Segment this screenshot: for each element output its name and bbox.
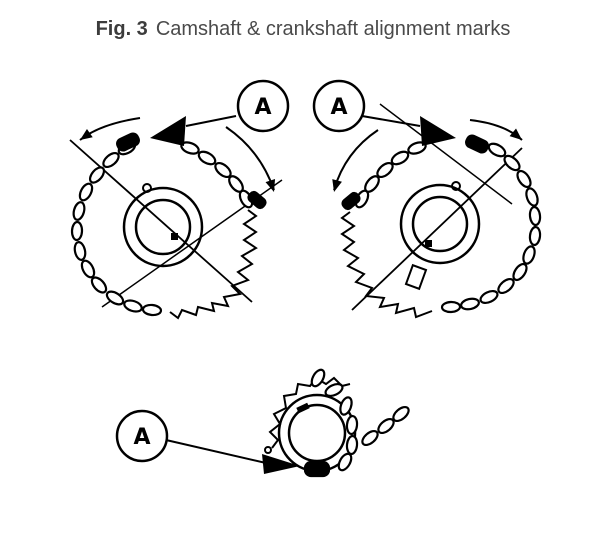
- right-leader-line: [361, 115, 421, 127]
- crank-sprocket-inner: [287, 403, 347, 463]
- crank-marked-link: [303, 460, 331, 478]
- left-sprocket-teeth: [169, 209, 258, 320]
- left-arrowhead-2: [265, 179, 279, 194]
- crank-timing-chain: [303, 368, 410, 478]
- crank-callout-a: A: [115, 409, 169, 463]
- right-arrowhead-2: [329, 179, 342, 194]
- right-arrowhead-1: [509, 128, 526, 144]
- right-sprocket-teeth: [340, 211, 433, 319]
- right-hub-mark: [425, 240, 432, 247]
- crank-callout-label: A: [133, 425, 150, 450]
- left-marked-link: [116, 132, 140, 152]
- right-marked-link: [465, 134, 489, 154]
- right-pointer-triangle: [420, 116, 456, 146]
- left-callout-a: A: [236, 79, 290, 133]
- left-timing-chain: [70, 132, 267, 317]
- figure-caption: Fig. 3 Camshaft & crankshaft alignment ma…: [0, 18, 606, 41]
- left-sprocket-hole: [142, 183, 152, 193]
- right-callout-label: A: [330, 95, 347, 120]
- figure-number: Fig. 3: [95, 18, 148, 40]
- left-arrowhead-1: [77, 129, 93, 145]
- right-camshaft-sprocket: [340, 103, 523, 319]
- right-sprocket-hub-outer: [399, 183, 481, 265]
- right-callout-a: A: [312, 79, 366, 133]
- crank-pointer-triangle: [262, 454, 300, 474]
- left-sprocket-hub-inner: [134, 198, 192, 256]
- figure-title: Camshaft & crankshaft alignment marks: [155, 18, 511, 40]
- left-callout-label: A: [254, 95, 271, 120]
- crank-leader-line: [165, 439, 267, 464]
- left-pointer-triangle: [150, 116, 186, 146]
- right-timing-chain: [341, 134, 542, 314]
- right-key-slot: [404, 263, 428, 291]
- crank-sprocket-teeth: [268, 376, 351, 449]
- right-sprocket-hole: [451, 181, 461, 191]
- right-cross-line: [379, 103, 513, 205]
- left-sprocket-hub-outer: [122, 186, 204, 268]
- right-sprocket-hub-inner: [411, 195, 469, 253]
- left-hub-mark: [171, 233, 178, 240]
- right-alignment-line: [351, 147, 523, 311]
- left-leader-line: [185, 115, 237, 127]
- crank-small-hole: [264, 446, 272, 454]
- crank-key-mark: [296, 402, 310, 414]
